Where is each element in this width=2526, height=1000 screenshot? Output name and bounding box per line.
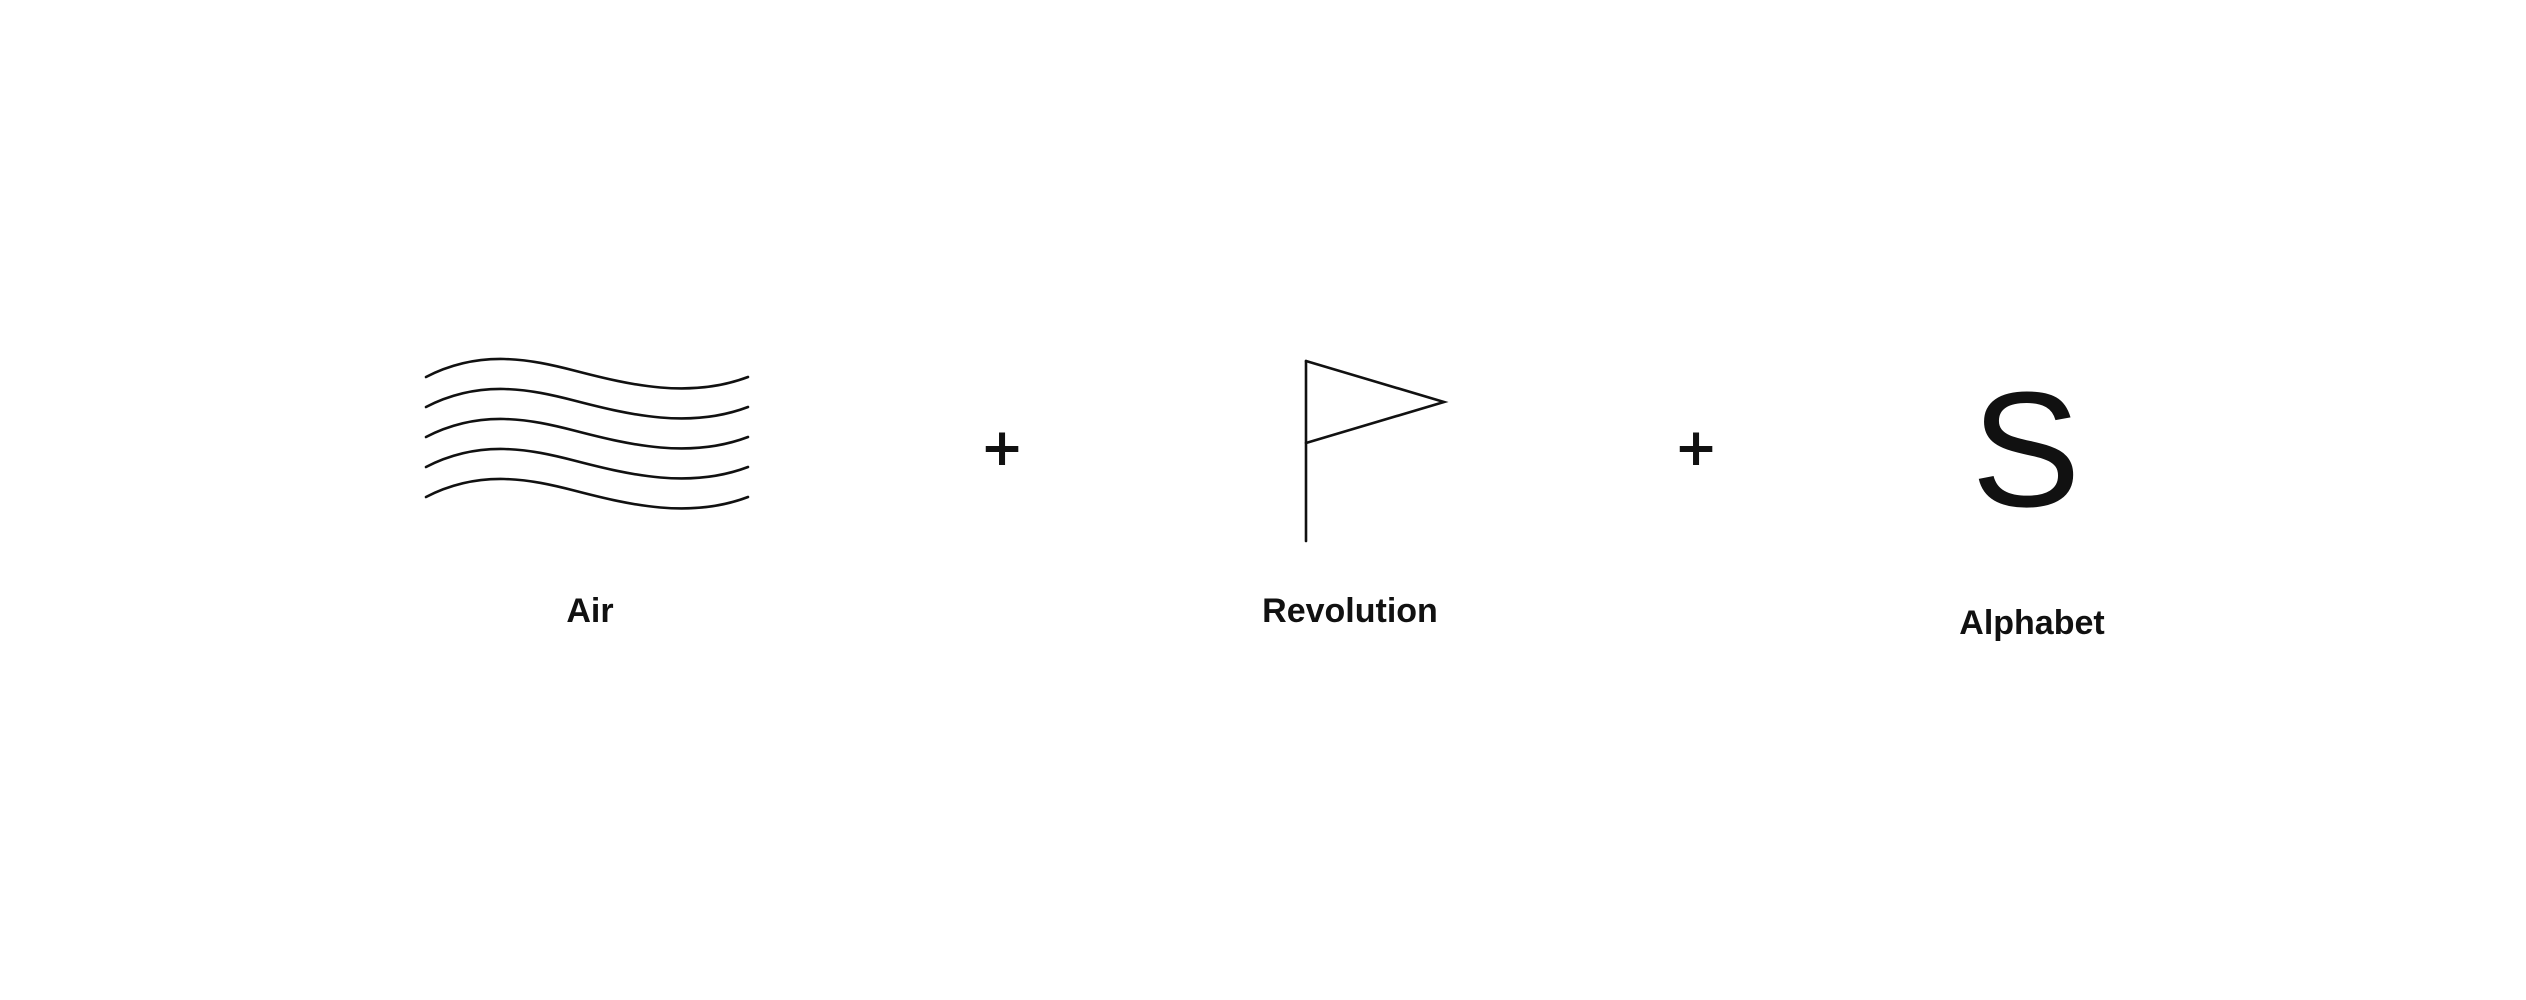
label-revolution: Revolution: [1262, 592, 1438, 630]
label-alphabet: Alphabet: [1959, 604, 2105, 642]
wind-waves-icon: [424, 357, 750, 510]
plus-operator-2: +: [1674, 418, 1718, 478]
flag-icon: [1304, 359, 1449, 543]
label-air: Air: [566, 592, 614, 630]
plus-operator-1: +: [980, 418, 1024, 478]
letter-icon: S: [1971, 358, 2081, 541]
